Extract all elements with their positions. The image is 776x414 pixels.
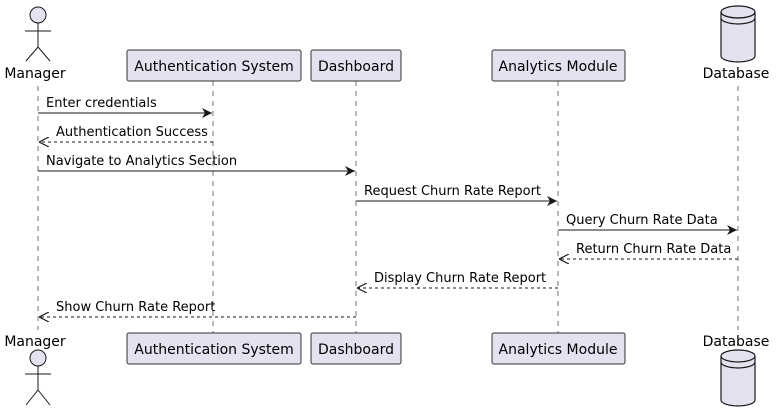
dashboard-label: Dashboard <box>318 59 394 75</box>
database-label: Database <box>703 66 770 82</box>
message-4: Request Churn Rate Report <box>356 184 557 206</box>
analytics-box-bottom: Analytics Module <box>491 332 626 365</box>
analytics-label: Analytics Module <box>499 59 618 75</box>
dashboard-box-top: Dashboard <box>310 49 402 82</box>
message-8: Show Churn Rate Report <box>39 300 356 317</box>
auth-box-top: Authentication System <box>126 49 302 82</box>
database-icon <box>720 349 756 407</box>
database-label-bottom: Database <box>703 334 770 350</box>
database-top: Database <box>703 5 770 82</box>
manager-label: Manager <box>4 66 66 82</box>
dashboard-label-bottom: Dashboard <box>318 342 394 358</box>
manager-actor-bottom: Manager <box>4 334 66 406</box>
message-label: Show Churn Rate Report <box>56 300 215 315</box>
manager-actor-top: Manager <box>4 6 66 82</box>
message-3: Navigate to Analytics Section <box>38 154 355 176</box>
message-label: Enter credentials <box>46 96 157 111</box>
message-2: Authentication Success <box>39 125 213 142</box>
database-icon <box>720 5 756 63</box>
database-bottom: Database <box>703 334 770 407</box>
analytics-box-top: Analytics Module <box>491 49 626 82</box>
dashboard-box-bottom: Dashboard <box>310 332 402 365</box>
actor-icon <box>25 349 51 406</box>
analytics-label-bottom: Analytics Module <box>499 342 618 358</box>
message-6: Return Churn Rate Data <box>559 242 738 259</box>
auth-label: Authentication System <box>134 59 293 75</box>
message-label: Navigate to Analytics Section <box>46 154 237 169</box>
manager-label-bottom: Manager <box>4 334 66 350</box>
auth-label-bottom: Authentication System <box>134 342 293 358</box>
auth-box-bottom: Authentication System <box>126 332 302 365</box>
message-label: Return Churn Rate Data <box>576 242 731 257</box>
message-1: Enter credentials <box>38 96 212 118</box>
message-5: Query Churn Rate Data <box>558 213 737 235</box>
message-label: Display Churn Rate Report <box>374 271 546 286</box>
message-7: Display Churn Rate Report <box>357 271 558 288</box>
message-label: Request Churn Rate Report <box>364 184 541 199</box>
message-label: Query Churn Rate Data <box>566 213 718 228</box>
actor-icon <box>25 6 51 62</box>
message-label: Authentication Success <box>56 125 208 140</box>
